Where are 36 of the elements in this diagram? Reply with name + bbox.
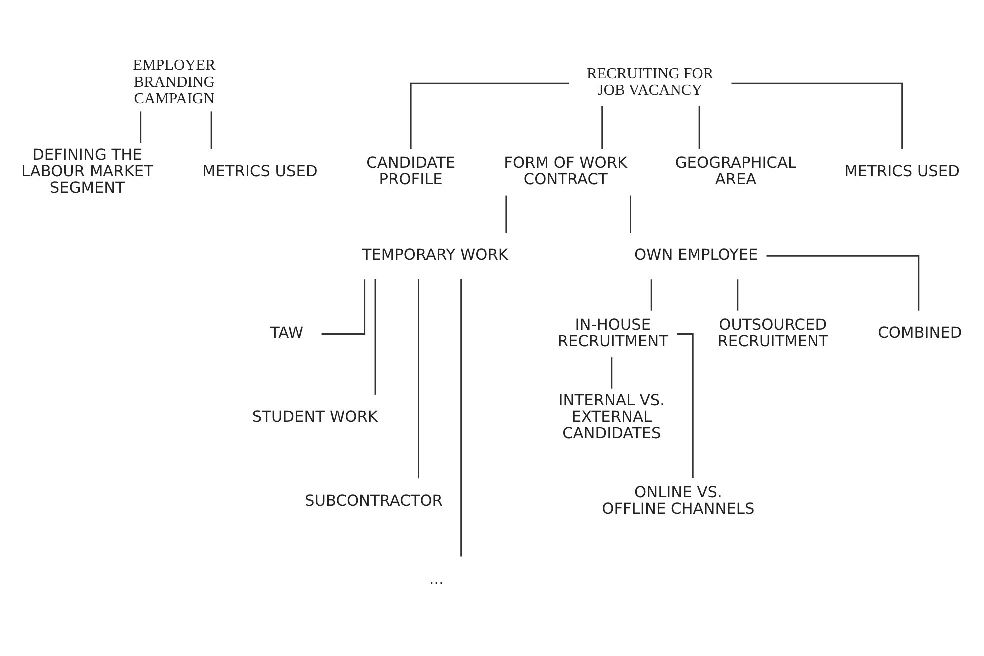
connector <box>737 279 739 310</box>
connector <box>460 279 462 556</box>
node-text: EMPLOYER BRANDING CAMPAIGN <box>133 56 216 107</box>
node-text: ONLINE VS. OFFLINE CHANNELS <box>602 482 755 518</box>
node-text: METRICS USED <box>202 162 318 180</box>
connector <box>650 279 652 310</box>
node-text: TEMPORARY WORK <box>362 246 508 264</box>
node-text: OWN EMPLOYEE <box>634 246 758 264</box>
node-text: CANDIDATE PROFILE <box>366 154 456 188</box>
connector <box>602 105 604 149</box>
node-text: DEFINING THE LABOUR MARKET SEGMENT <box>21 145 154 197</box>
node-text: IN-HOUSE RECRUITMENT <box>558 315 669 350</box>
connector <box>140 111 142 143</box>
node-text: METRICS USED <box>844 162 960 180</box>
connector <box>677 333 694 478</box>
connector <box>374 278 376 394</box>
node-text: OUTSOURCED RECRUITMENT <box>718 315 828 350</box>
connector <box>210 111 212 149</box>
connector <box>766 255 920 310</box>
node-text: SUBCONTRACTOR <box>305 491 443 510</box>
node-text: STUDENT WORK <box>252 408 378 426</box>
connector <box>630 195 632 232</box>
connector <box>611 357 613 388</box>
node-text: INTERNAL VS. EXTERNAL CANDIDATES <box>558 390 666 442</box>
node-text: ... <box>429 569 444 588</box>
connector <box>322 279 366 334</box>
connector <box>732 82 903 149</box>
node-text: TAW <box>270 324 304 342</box>
connector <box>698 105 700 149</box>
connector <box>506 195 508 232</box>
node-text: FORM OF WORK CONTRACT <box>504 154 628 188</box>
connector <box>410 82 569 149</box>
connector <box>418 278 420 478</box>
node-text: RECRUITING FOR JOB VACANCY <box>587 65 714 99</box>
node-text: GEOGRAPHICAL AREA <box>675 154 797 188</box>
node-text: COMBINED <box>878 324 962 342</box>
